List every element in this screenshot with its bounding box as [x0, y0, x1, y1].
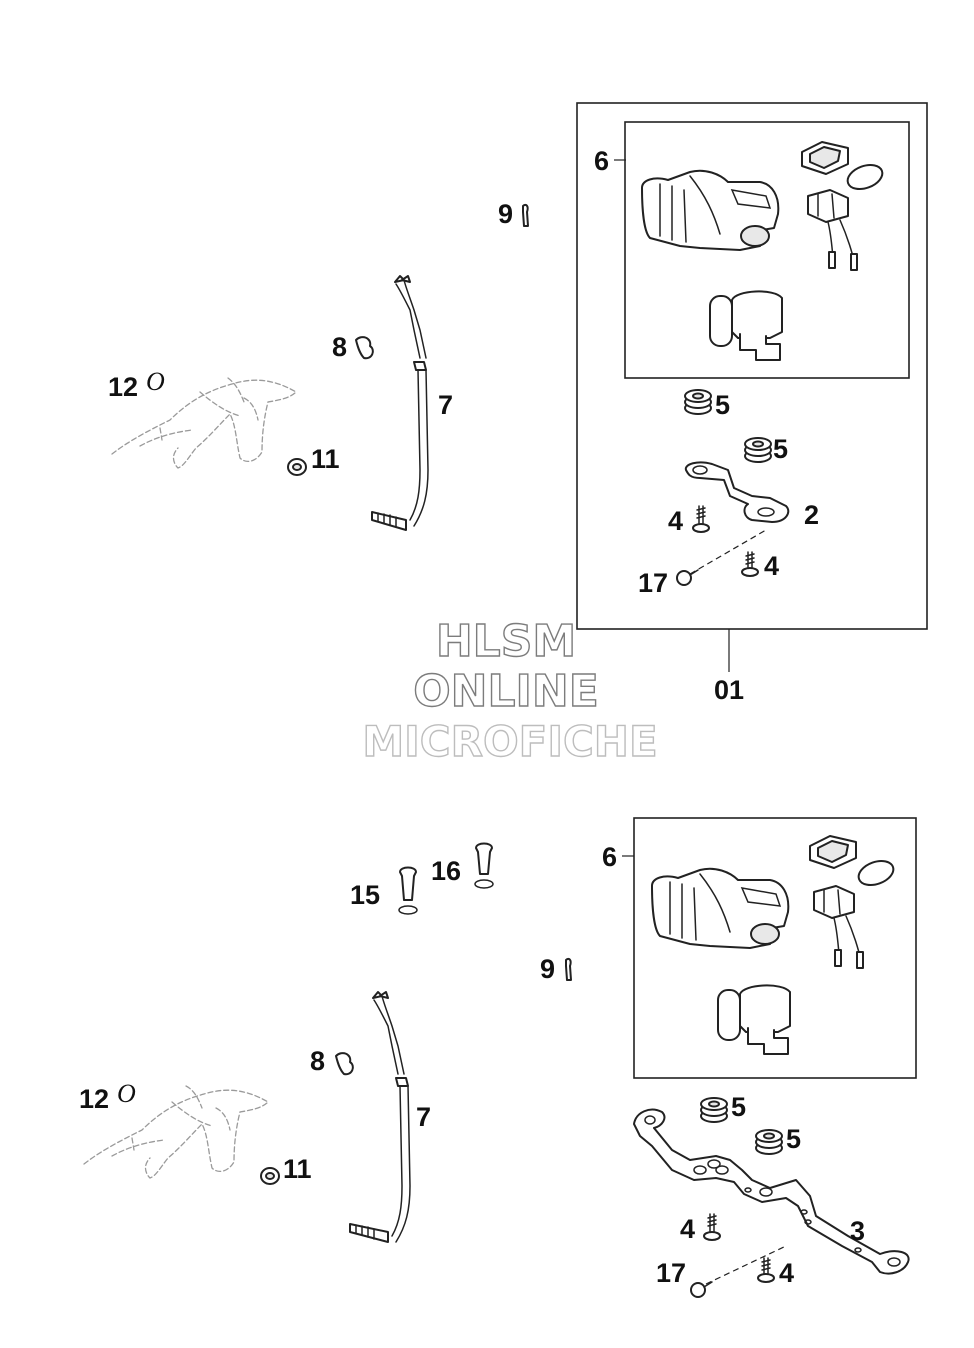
grommet-5b-bottom [755, 1129, 783, 1155]
label-8-bottom: 8 [310, 1046, 325, 1076]
item-9-bottom [565, 957, 572, 981]
watermark-line-3: MICROFICHE [362, 717, 657, 766]
watermark: HLSM ONLINE MICROFICHE [362, 615, 659, 766]
watermark-line-2: ONLINE [413, 666, 599, 717]
screw-4a-bottom [703, 1213, 721, 1241]
label-8: 8 [332, 332, 347, 362]
plug-16 [474, 842, 494, 889]
label-12: 12 [108, 372, 138, 402]
label-6-bottom: 6 [602, 842, 617, 872]
watermark-line-1: HLSM [436, 616, 576, 667]
bushing-11-bottom [260, 1167, 280, 1185]
label-9-bottom: 9 [540, 954, 555, 984]
kit-box-01 [576, 102, 928, 630]
cable-7-bottom [349, 991, 411, 1243]
label-12-suffix-bottom: O [117, 1079, 136, 1108]
display-module-bottom [809, 835, 857, 869]
label-11: 11 [311, 444, 340, 474]
grommet-5b [744, 437, 772, 463]
lens-bottom [857, 859, 895, 887]
label-12-suffix: O [146, 367, 165, 396]
switch-with-wires-bottom [813, 885, 864, 969]
bolt-17-bottom [690, 1281, 713, 1298]
label-15: 15 [350, 880, 380, 910]
plug-15 [398, 866, 418, 915]
label-17: 17 [638, 568, 668, 598]
label-12-bottom: 12 [79, 1084, 109, 1114]
bottom-assembly: 6 [79, 817, 917, 1298]
screw-4a [692, 505, 710, 533]
label-7-bottom: 7 [416, 1102, 431, 1132]
grommet-5a-bottom [700, 1097, 728, 1123]
label-5a-bottom: 5 [731, 1092, 746, 1122]
cover-12-outline-bottom [83, 1085, 270, 1179]
label-4b-bottom: 4 [779, 1258, 794, 1288]
screw-4b [741, 551, 759, 577]
cover-12-outline [111, 377, 298, 469]
button-block [709, 290, 783, 361]
clip-8 [355, 336, 374, 360]
bushing-11 [287, 458, 307, 476]
label-9: 9 [498, 199, 513, 229]
label-01: 01 [714, 675, 744, 705]
grommet-5a [684, 389, 712, 415]
label-4a: 4 [668, 506, 683, 536]
handlebar-switch-housing-bottom [651, 867, 790, 949]
label-5b-bottom: 5 [786, 1124, 801, 1154]
switch-box-6-bottom [633, 817, 917, 1079]
label-6: 6 [594, 146, 609, 176]
bracket-2 [684, 461, 790, 523]
label-4a-bottom: 4 [680, 1214, 695, 1244]
label-5b: 5 [773, 434, 788, 464]
screw-4b-bottom [757, 1257, 775, 1283]
switch-with-wires [807, 189, 858, 271]
bracket-3 [633, 1108, 910, 1275]
clip-8-bottom [335, 1052, 354, 1076]
switch-box-6 [624, 121, 910, 379]
item-9 [522, 203, 529, 227]
lens [846, 163, 884, 191]
cable-7 [371, 275, 429, 531]
label-4b: 4 [764, 551, 779, 581]
label-3: 3 [850, 1216, 865, 1246]
label-2: 2 [804, 500, 819, 530]
button-block-bottom [717, 984, 791, 1055]
label-5a: 5 [715, 390, 730, 420]
top-assembly: 01 6 [108, 102, 928, 705]
display-module [801, 141, 849, 175]
label-11-bottom: 11 [283, 1154, 312, 1184]
label-7: 7 [438, 390, 453, 420]
label-16: 16 [431, 856, 461, 886]
label-17-bottom: 17 [656, 1258, 686, 1288]
handlebar-switch-housing [641, 169, 780, 251]
bolt-17 [676, 569, 699, 586]
